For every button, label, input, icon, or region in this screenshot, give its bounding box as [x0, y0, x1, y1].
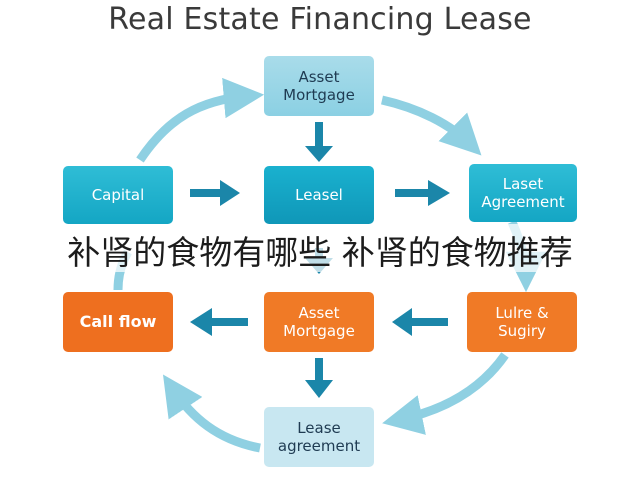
node-capital: Capital — [63, 166, 173, 224]
arrow-top-down — [305, 122, 333, 162]
node-lure-sugiry: Lulre & Sugiry — [467, 292, 577, 352]
arrow-lure-to-asset — [392, 308, 448, 336]
arc-lower-right — [382, 352, 509, 435]
arc-upper-right — [381, 95, 482, 156]
arrow-lease-to-agreement — [395, 180, 450, 206]
node-asset-mortgage-top: Asset Mortgage — [264, 56, 374, 116]
node-lease-agreement-bottom: Lease agreement — [264, 407, 374, 467]
arc-lower-left — [163, 374, 261, 453]
overlay-caption: 补肾的食物有哪些 补肾的食物推荐 — [67, 233, 573, 272]
arrow-asset-to-callflow — [190, 308, 248, 336]
node-asset-mortgage-mid: Asset Mortgage — [264, 292, 374, 352]
arrow-asset-down — [305, 358, 333, 398]
node-lease-agreement-right: Laset Agreement — [469, 164, 577, 222]
arc-upper-left — [136, 77, 265, 163]
caption-band — [0, 224, 640, 272]
arrow-capital-to-lease — [190, 180, 240, 206]
diagram-title: Real Estate Financing Lease — [108, 2, 532, 37]
node-lease: Leasel — [264, 166, 374, 224]
node-call-flow: Call flow — [63, 292, 173, 352]
